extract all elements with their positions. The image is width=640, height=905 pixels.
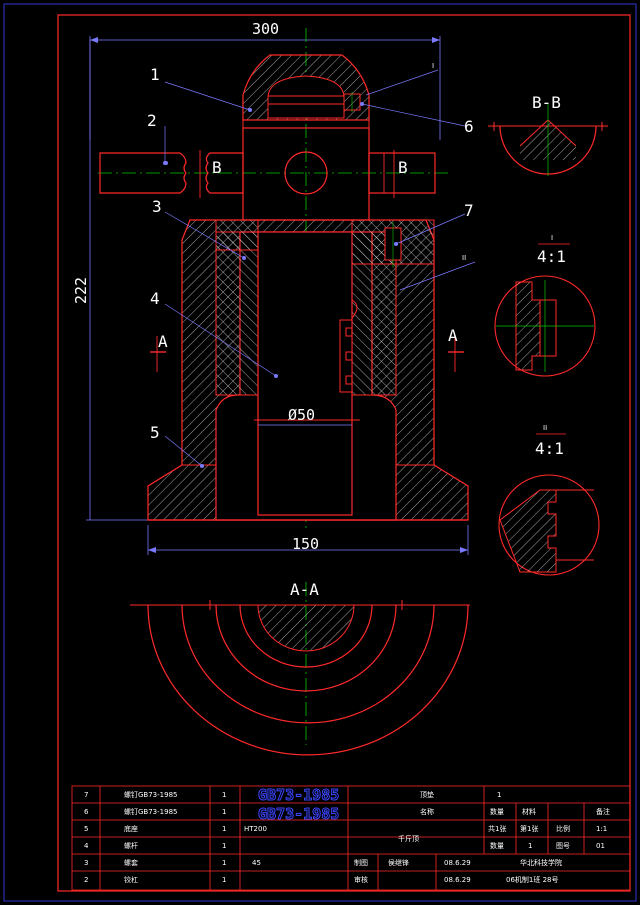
svg-text:4: 4 — [84, 842, 89, 850]
svg-text:共1张: 共1张 — [488, 824, 506, 833]
view-aa-title: A-A — [290, 580, 319, 599]
outer-border — [3, 3, 637, 902]
view-bb-title: B-B — [532, 93, 561, 112]
dim-bore: Ø50 — [288, 406, 315, 424]
detail-i — [494, 275, 596, 377]
svg-text:千斤顶: 千斤顶 — [398, 834, 419, 843]
drawing-frame — [57, 14, 631, 892]
svg-text:08.6.29: 08.6.29 — [444, 859, 471, 867]
dim-top-width: 300 — [252, 20, 279, 38]
svg-text:45: 45 — [252, 859, 261, 867]
svg-text:螺杆: 螺杆 — [124, 841, 138, 850]
part-label-3: 3 — [152, 197, 162, 216]
detail-i-label: I — [551, 234, 553, 242]
detail-ii-scale: 4:1 — [535, 439, 564, 458]
svg-text:1: 1 — [222, 825, 226, 833]
svg-text:螺套: 螺套 — [124, 858, 138, 867]
svg-text:比例: 比例 — [556, 824, 570, 833]
part-label-1: 1 — [150, 65, 160, 84]
part-label-4: 4 — [150, 289, 160, 308]
svg-text:名称: 名称 — [420, 807, 434, 816]
svg-text:3: 3 — [84, 859, 88, 867]
svg-text:华北科技学院: 华北科技学院 — [520, 858, 562, 867]
svg-text:材料: 材料 — [522, 807, 536, 816]
title-block-text: 顶垫 1 名称 数量 材料 备注 千斤顶 共1张 第1张 比例 1:1 数量 1… — [354, 790, 610, 884]
svg-text:侯继锋: 侯继锋 — [388, 858, 409, 867]
part-label-2: 2 — [147, 111, 157, 130]
gb-standard-1: GB73-1985 — [258, 786, 339, 804]
section-mark-a-right: A — [448, 326, 458, 345]
detail-ii — [498, 474, 600, 576]
svg-text:01: 01 — [596, 842, 605, 850]
svg-text:审核: 审核 — [354, 875, 368, 884]
section-mark-a-left: A — [158, 332, 168, 351]
svg-text:数量: 数量 — [490, 807, 504, 816]
detail-i-scale: 4:1 — [537, 247, 566, 266]
svg-text:第1张: 第1张 — [520, 824, 538, 833]
svg-text:1: 1 — [222, 808, 226, 816]
svg-text:5: 5 — [84, 825, 88, 833]
title-block — [71, 785, 631, 891]
svg-text:铰杠: 铰杠 — [124, 875, 138, 884]
svg-text:螺钉GB73-1985: 螺钉GB73-1985 — [124, 790, 177, 799]
leader-mark-II: II — [462, 254, 466, 262]
svg-text:图号: 图号 — [556, 842, 570, 850]
svg-text:底座: 底座 — [124, 824, 138, 833]
svg-text:1:1: 1:1 — [596, 825, 607, 833]
part-label-7: 7 — [464, 201, 474, 220]
parts-list: 7 螺钉GB73-1985 1 6 螺钉GB73-1985 1 5 底座 1 H… — [84, 790, 267, 884]
view-bb — [488, 104, 608, 176]
section-mark-b-right: B — [398, 158, 408, 177]
part-label-6: 6 — [464, 117, 474, 136]
dim-base-width: 150 — [292, 535, 319, 553]
svg-text:备注: 备注 — [596, 807, 610, 816]
svg-text:制图: 制图 — [354, 858, 368, 867]
gb-standard-2: GB73-1985 — [258, 805, 339, 823]
section-mark-b-left: B — [212, 158, 222, 177]
svg-text:2: 2 — [84, 876, 88, 884]
svg-text:06机制1班 28号: 06机制1班 28号 — [506, 875, 559, 884]
svg-text:1: 1 — [222, 859, 226, 867]
svg-text:7: 7 — [84, 791, 88, 799]
part-label-5: 5 — [150, 423, 160, 442]
svg-text:数量: 数量 — [490, 841, 504, 850]
dim-height: 222 — [72, 277, 90, 304]
svg-text:6: 6 — [84, 808, 89, 816]
svg-text:螺钉GB73-1985: 螺钉GB73-1985 — [124, 807, 177, 816]
leader-mark-I: I — [432, 62, 434, 70]
svg-text:1: 1 — [222, 791, 226, 799]
detail-ii-label: II — [543, 424, 547, 432]
front-view — [86, 28, 476, 555]
svg-text:1: 1 — [222, 842, 226, 850]
svg-text:1: 1 — [528, 842, 532, 850]
svg-text:顶垫: 顶垫 — [420, 790, 434, 799]
view-aa — [130, 582, 470, 756]
svg-text:1: 1 — [497, 791, 501, 799]
svg-text:08.6.29: 08.6.29 — [444, 876, 471, 884]
svg-text:1: 1 — [222, 876, 226, 884]
svg-text:HT200: HT200 — [244, 825, 267, 833]
